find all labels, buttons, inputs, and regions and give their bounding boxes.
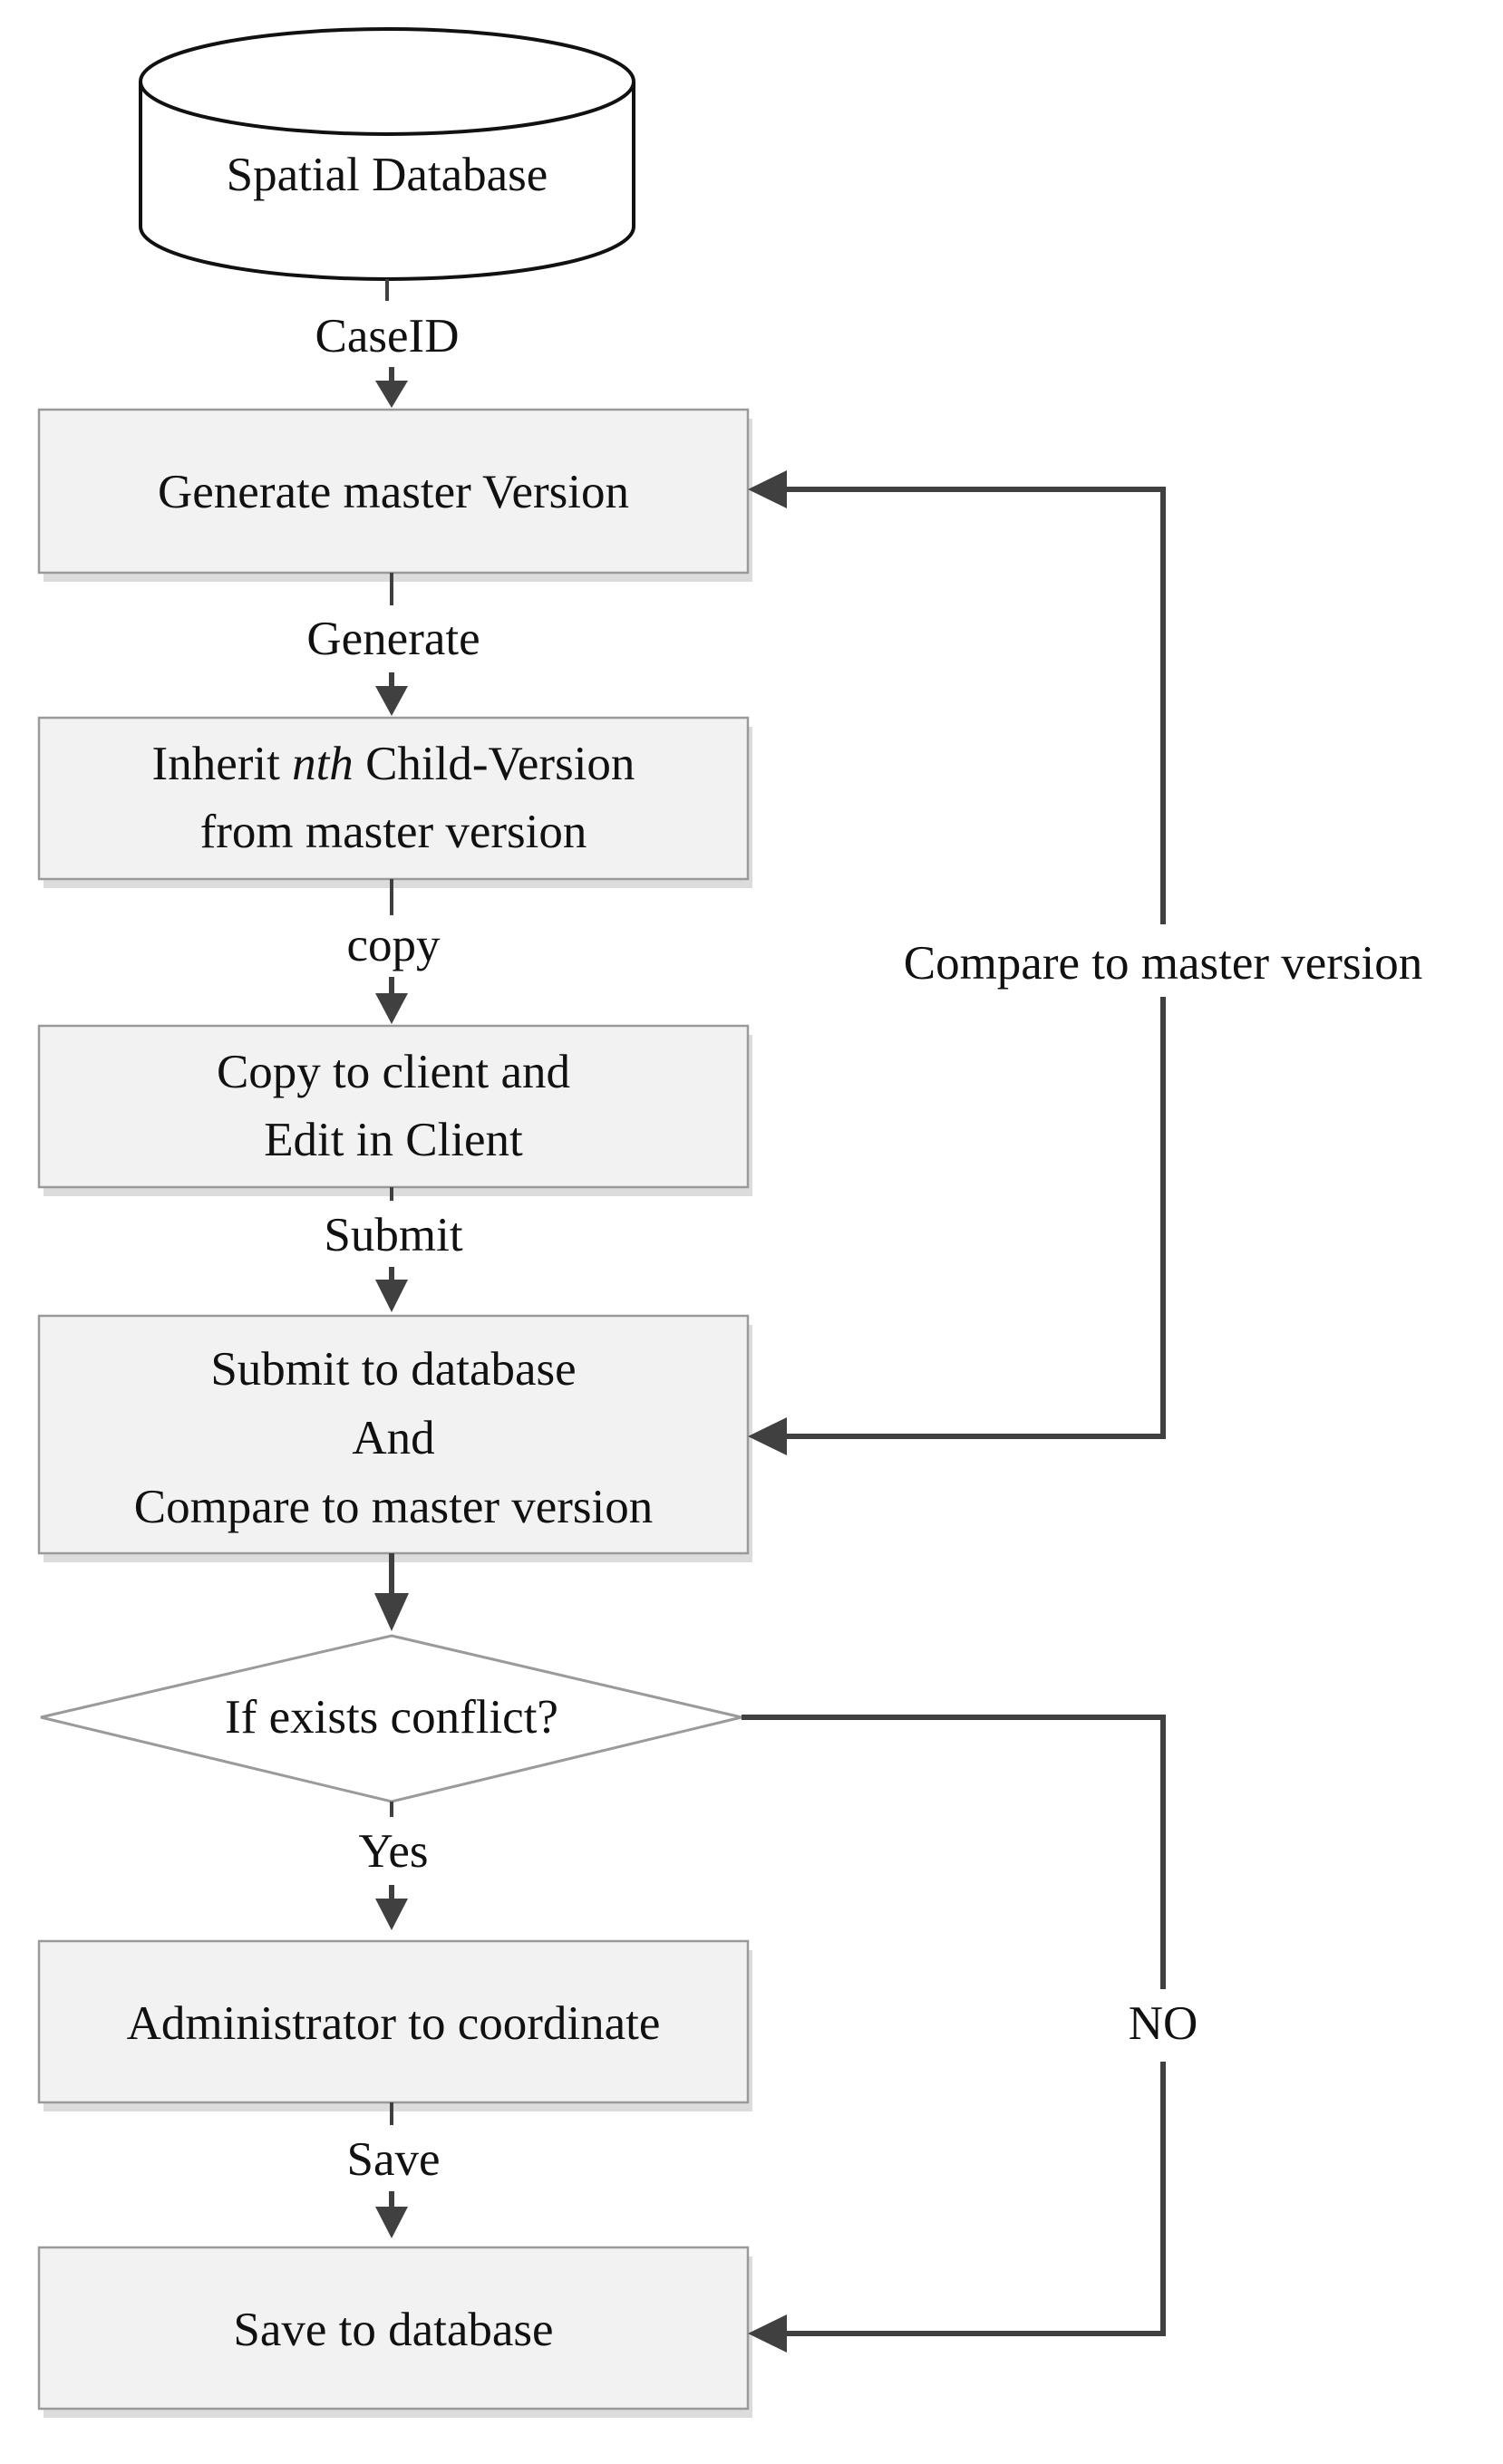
no-connector bbox=[742, 1715, 1166, 2353]
edge-label-caseid: CaseID bbox=[315, 310, 460, 362]
arrow-to-administrator bbox=[375, 1899, 408, 1930]
database-node: Spatial Database bbox=[139, 27, 635, 281]
arrow-to-save-no bbox=[748, 2314, 787, 2353]
inherit-label-line1: Inherit nth Child-Version bbox=[152, 738, 635, 790]
edge-label-copy: copy bbox=[346, 919, 441, 971]
edge-label-yes: Yes bbox=[358, 1825, 428, 1878]
save-node: Save to database bbox=[37, 2246, 752, 2418]
inherit-node: Inherit nth Child-Version from master ve… bbox=[37, 716, 752, 888]
arrow-to-generate-master bbox=[375, 381, 408, 408]
arrow-to-submit-loop bbox=[748, 1417, 787, 1455]
administrator-node: Administrator to coordinate bbox=[37, 1939, 752, 2111]
edge-label-save: Save bbox=[346, 2133, 440, 2186]
arrow-to-submit bbox=[375, 1280, 408, 1312]
submit-node: Submit to database And Compare to master… bbox=[37, 1314, 752, 1562]
decision-node: If exists conflict? bbox=[40, 1634, 742, 1803]
arrow-to-save bbox=[375, 2207, 408, 2238]
arrow-to-copy bbox=[375, 993, 408, 1024]
edge-label-generate: Generate bbox=[306, 613, 480, 665]
arrow-to-decision bbox=[374, 1593, 409, 1631]
submit-label-line3: Compare to master version bbox=[134, 1481, 654, 1533]
decision-label: If exists conflict? bbox=[225, 1691, 558, 1744]
copy-to-client-node: Copy to client and Edit in Client bbox=[37, 1024, 752, 1196]
compare-loop-connector bbox=[748, 470, 1166, 1455]
administrator-label: Administrator to coordinate bbox=[127, 1997, 661, 2050]
copy-label-line2: Edit in Client bbox=[264, 1114, 523, 1166]
submit-label-line1: Submit to database bbox=[210, 1343, 576, 1396]
generate-master-label: Generate master Version bbox=[158, 466, 629, 518]
inherit-label-line2: from master version bbox=[200, 806, 587, 858]
edge-label-no: NO bbox=[1129, 1997, 1198, 2050]
copy-label-line1: Copy to client and bbox=[217, 1046, 570, 1098]
arrow-to-inherit bbox=[375, 686, 408, 716]
edge-label-submit: Submit bbox=[324, 1209, 462, 1261]
submit-label-line2: And bbox=[352, 1412, 434, 1464]
save-label: Save to database bbox=[233, 2304, 553, 2356]
generate-master-node: Generate master Version bbox=[37, 408, 752, 582]
arrow-to-generate-master-loop bbox=[748, 470, 787, 508]
database-label: Spatial Database bbox=[227, 149, 548, 201]
edge-label-compare: Compare to master version bbox=[904, 937, 1423, 990]
